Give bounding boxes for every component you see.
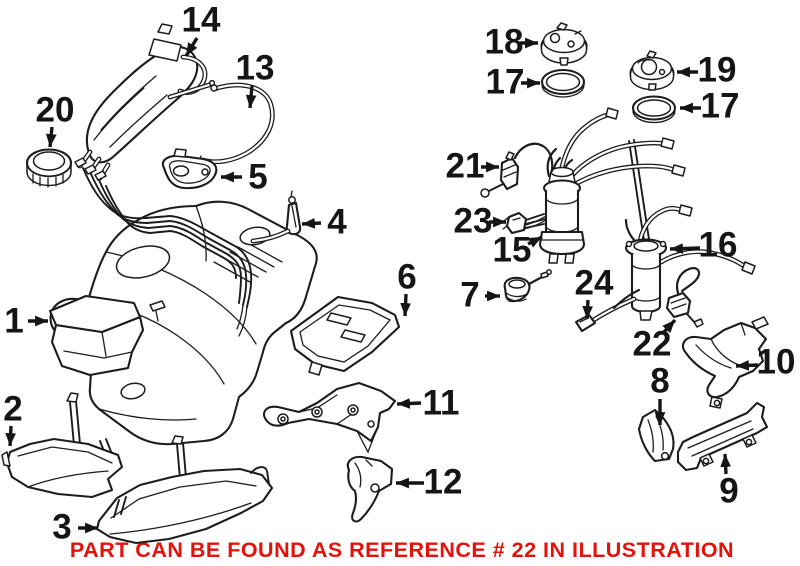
callout-number: 14 (182, 1, 221, 40)
fuel-lines-drawing (82, 167, 253, 337)
callout-4: 4 (301, 203, 347, 242)
callout-number: 21 (446, 147, 485, 186)
callout-arrow (735, 360, 759, 371)
rail-9-drawing (676, 401, 769, 472)
bracket-8-drawing (637, 408, 675, 463)
callout-number: 3 (52, 508, 71, 547)
tank-end-cover-drawing (48, 294, 145, 377)
callout-arrow (396, 398, 422, 409)
callout-number: 13 (236, 49, 275, 88)
filler-neck-drawing (74, 23, 216, 181)
callout-6: 6 (397, 258, 417, 317)
callout-16: 16 (669, 226, 738, 265)
shield-3-drawing (95, 435, 274, 545)
callout-20: 20 (36, 91, 75, 148)
callout-19: 19 (677, 51, 736, 90)
callout-5: 5 (221, 158, 268, 197)
callout-1: 1 (4, 302, 48, 341)
fuel-tank-drawing (49, 200, 318, 446)
callout-number: 6 (397, 258, 416, 297)
callout-number: 7 (460, 276, 479, 315)
support-bracket-drawing (250, 190, 302, 244)
callout-21: 21 (446, 147, 499, 186)
callout-arrow (45, 126, 57, 148)
callout-number: 20 (36, 91, 75, 130)
callout-10: 10 (735, 343, 796, 382)
reference-note: PART CAN BE FOUND AS REFERENCE # 22 IN I… (70, 538, 734, 562)
callout-arrow (662, 318, 677, 334)
sender-cap-right-drawing (629, 50, 675, 91)
callout-number: 23 (454, 202, 493, 241)
connector-drawing (502, 211, 546, 235)
callout-17: 17 (486, 63, 540, 102)
callout-number: 1 (4, 302, 23, 341)
seal-ring-left-drawing (540, 68, 586, 98)
shield-2-drawing (1, 392, 124, 499)
callout-8: 8 (650, 362, 670, 425)
skid-plate-drawing (289, 295, 401, 376)
callout-number: 12 (424, 463, 463, 502)
callout-number: 2 (3, 390, 22, 429)
small-shield-drawing (346, 455, 394, 523)
callout-arrow (669, 243, 701, 254)
reference-sensor-drawing (665, 267, 704, 328)
callout-arrow (5, 425, 17, 447)
callout-17: 17 (680, 87, 739, 126)
locking-ring-drawing (25, 148, 73, 188)
callout-arrow (720, 453, 732, 475)
callout-arrow (245, 85, 257, 109)
callout-arrow (184, 37, 199, 57)
callout-number: 10 (757, 343, 796, 382)
callout-number: 19 (698, 51, 737, 90)
callout-arrow (301, 217, 322, 229)
fuel-pump-left-drawing (513, 156, 586, 264)
callout-15: 15 (493, 231, 543, 270)
callout-11: 11 (396, 384, 460, 423)
callout-23: 23 (454, 202, 506, 241)
bracket-arm-drawing (574, 288, 641, 333)
callout-number: 8 (650, 362, 669, 401)
callout-18: 18 (485, 23, 538, 62)
fuel-pump-right-drawing (624, 218, 668, 321)
mounting-pad-drawing (161, 148, 218, 190)
callout-22: 22 (633, 318, 677, 364)
valve-drawing (503, 269, 552, 303)
callout-3: 3 (52, 508, 98, 547)
callout-24: 24 (575, 264, 614, 320)
bracket-10-drawing (682, 316, 769, 409)
callout-number: 5 (248, 158, 267, 197)
callout-2: 2 (3, 390, 23, 447)
callout-9: 9 (719, 453, 739, 511)
callout-arrow (400, 293, 411, 317)
callout-arrow (527, 235, 543, 248)
level-sensor-drawing (480, 142, 554, 198)
callout-number: 24 (575, 264, 614, 303)
seal-ring-right-drawing (631, 95, 677, 124)
callout-number: 16 (699, 226, 738, 265)
callout-number: 18 (485, 23, 524, 62)
callout-number: 15 (493, 231, 532, 270)
heat-shield-drawing (263, 381, 397, 454)
callout-number: 11 (423, 384, 460, 423)
callout-number: 17 (701, 87, 740, 126)
callout-13: 13 (236, 49, 275, 109)
callout-7: 7 (460, 276, 500, 315)
hose-harness-drawing (546, 107, 756, 275)
callout-number: 4 (327, 203, 347, 242)
vent-tube-drawing (197, 82, 275, 165)
callout-number: 17 (486, 63, 525, 102)
sender-cap-left-drawing (540, 22, 588, 66)
callout-number: 22 (633, 325, 672, 364)
callout-arrow (582, 299, 594, 320)
callout-12: 12 (396, 463, 462, 502)
callout-number: 9 (719, 472, 738, 511)
callout-14: 14 (182, 1, 221, 57)
